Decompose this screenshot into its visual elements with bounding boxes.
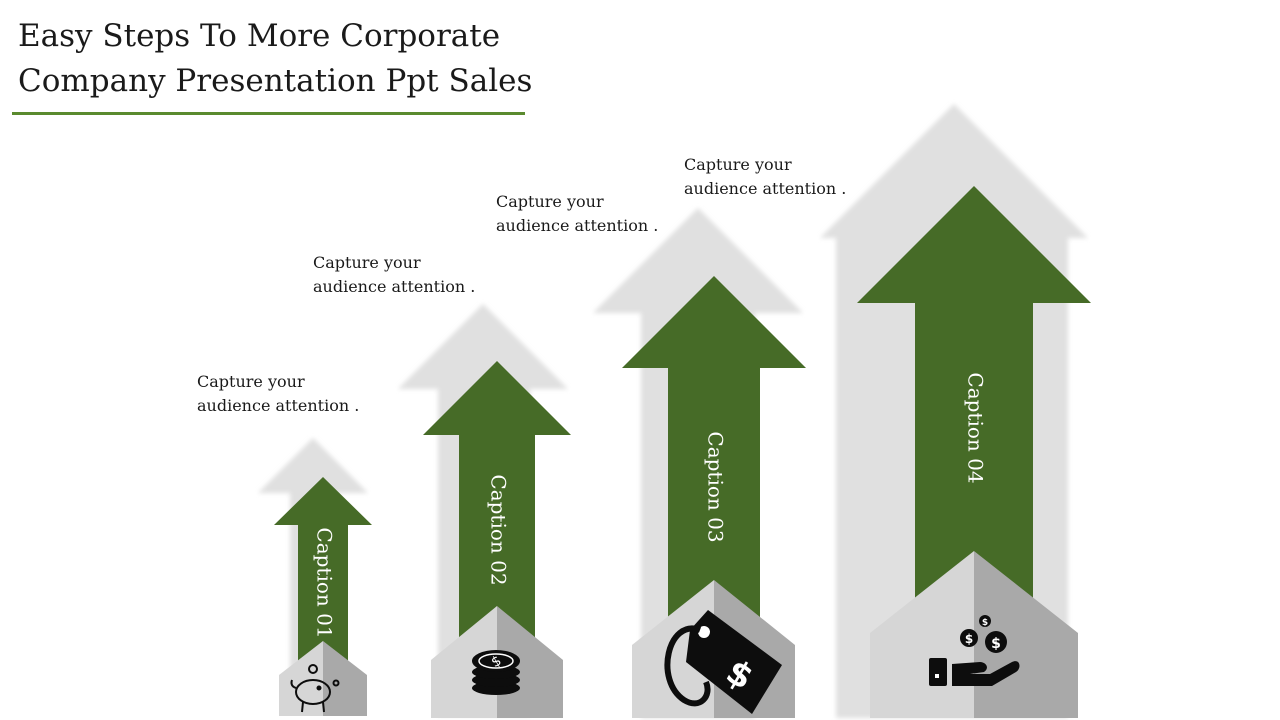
- step-1: Caption 01: [258, 438, 372, 716]
- step-4-description-line-1: Capture your: [684, 155, 792, 174]
- step-3-arrow: [622, 276, 806, 620]
- step-3: Caption 03 $: [593, 208, 806, 718]
- step-3-house-left: [632, 580, 714, 718]
- coin-stack-icon: $: [472, 650, 520, 695]
- step-2-description: Capture your audience attention .: [313, 251, 475, 299]
- price-tag-icon: $: [664, 610, 782, 714]
- step-3-description-line-2: audience attention .: [496, 216, 659, 235]
- svg-text:$: $: [965, 632, 973, 646]
- step-1-description: Capture your audience attention .: [197, 370, 359, 418]
- step-1-caption: Caption 01: [313, 527, 337, 638]
- step-1-arrow: [274, 477, 372, 672]
- svg-text:$: $: [982, 618, 988, 628]
- step-3-caption: Caption 03: [704, 431, 728, 542]
- step-2-description-line-1: Capture your: [313, 253, 421, 272]
- money-hand-icon: $ $ $: [929, 615, 1020, 686]
- step-2: Caption 02 $: [398, 304, 571, 718]
- title-line-1: Easy Steps To More Corporate: [18, 18, 501, 54]
- title-line-2: Company Presentation Ppt Sales: [18, 63, 533, 99]
- step-4-caption: Caption 04: [964, 372, 988, 483]
- step-4-house-left: [870, 551, 974, 718]
- title-underline: [12, 112, 525, 115]
- step-3-description-line-1: Capture your: [496, 192, 604, 211]
- step-2-description-line-2: audience attention .: [313, 277, 476, 296]
- step-1-house-left: [279, 641, 323, 716]
- page-title: Easy Steps To More Corporate Company Pre…: [18, 14, 532, 104]
- step-4: Caption 04 $ $ $: [820, 104, 1091, 718]
- step-4-description-line-2: audience attention .: [684, 179, 847, 198]
- step-4-arrow: [857, 186, 1091, 600]
- step-1-house-right: [323, 641, 367, 716]
- step-3-description: Capture your audience attention .: [496, 190, 658, 238]
- step-4-description: Capture your audience attention .: [684, 153, 846, 201]
- svg-text:$: $: [991, 636, 1001, 652]
- step-2-caption: Caption 02: [487, 474, 511, 585]
- step-1-description-line-1: Capture your: [197, 372, 305, 391]
- step-1-description-line-2: audience attention .: [197, 396, 360, 415]
- step-2-arrow: [423, 361, 571, 648]
- piggy-bank-icon: [290, 664, 340, 713]
